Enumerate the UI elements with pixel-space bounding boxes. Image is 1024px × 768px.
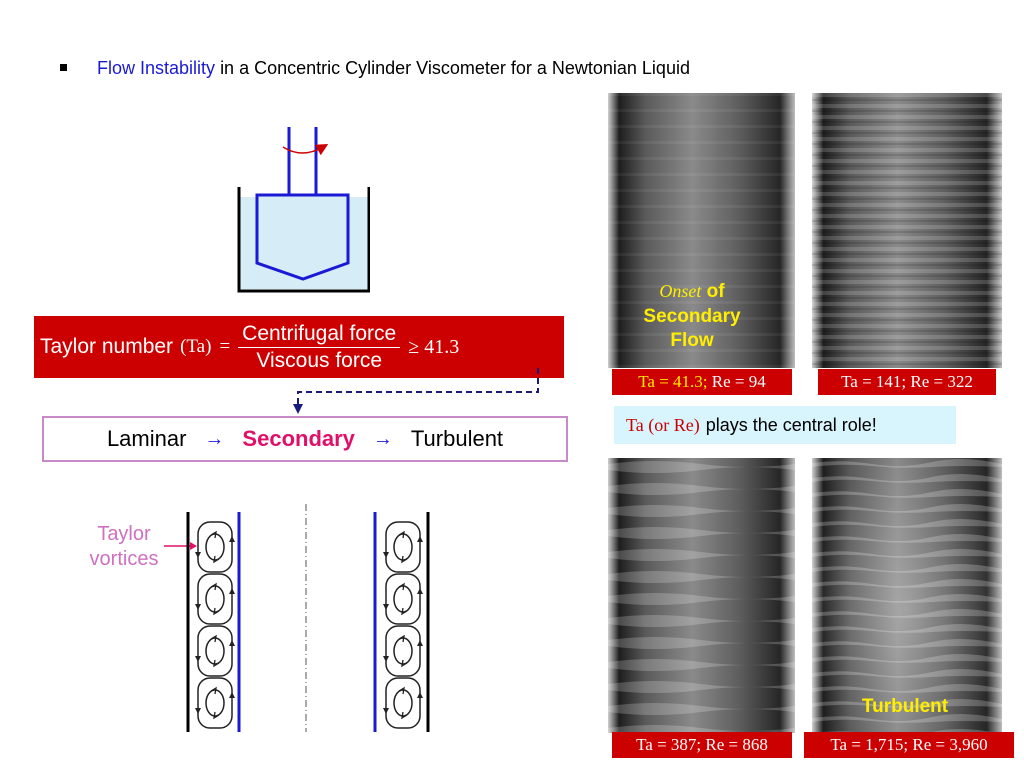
taylor-number-box: Taylor number (Ta) = Centrifugal force V… bbox=[34, 316, 564, 378]
rotation-arrow-icon bbox=[282, 144, 329, 156]
onset-of: of bbox=[706, 281, 725, 302]
caption-re: Re = 3,960 bbox=[912, 735, 988, 754]
fraction-denominator: Viscous force bbox=[256, 348, 383, 372]
regime-turbulent: Turbulent bbox=[410, 426, 504, 451]
caption-ta: Ta = 1,715; bbox=[830, 735, 909, 754]
taylor-equals: = bbox=[219, 336, 231, 357]
photo-secondary-flow bbox=[812, 93, 1002, 368]
photo-wavy-vortex bbox=[608, 458, 795, 733]
taylor-threshold: ≥ 41.3 bbox=[408, 335, 460, 358]
caption-re: Re = 94 bbox=[711, 372, 766, 391]
flow-regime-box: Laminar → Secondary → Turbulent bbox=[42, 416, 568, 462]
photo-caption-2: Ta = 141; Re = 322 bbox=[818, 369, 996, 395]
turbulent-photo-label: Turbulent bbox=[861, 696, 949, 717]
arrow-right-icon: → bbox=[204, 427, 225, 450]
photo-caption-3: Ta = 387; Re = 868 bbox=[612, 732, 792, 758]
fraction-numerator: Centrifugal force bbox=[238, 322, 401, 348]
photo-caption-1: Ta = 41.3; Re = 94 bbox=[612, 369, 792, 395]
central-role-note: Ta (or Re) plays the central role! bbox=[614, 406, 956, 444]
onset-line3: Flow bbox=[670, 330, 714, 352]
title-highlight: Flow Instability bbox=[97, 58, 216, 78]
taylor-label: Taylor number bbox=[40, 335, 174, 358]
taylor-fraction: Centrifugal force Viscous force bbox=[238, 322, 401, 373]
photo-laminar-onset bbox=[608, 93, 795, 368]
caption-ta: Ta = 387; bbox=[636, 735, 702, 754]
caption-re: Re = 322 bbox=[910, 372, 973, 391]
inner-bob bbox=[255, 193, 350, 281]
slide-title: Flow Instability in a Concentric Cylinde… bbox=[60, 58, 690, 79]
photo-turbulent bbox=[812, 458, 1002, 733]
regime-laminar: Laminar bbox=[106, 426, 187, 451]
onset-line2: Secondary bbox=[643, 305, 741, 327]
photo-caption-4: Ta = 1,715; Re = 3,960 bbox=[804, 732, 1014, 758]
taylor-symbol: (Ta) bbox=[180, 336, 212, 357]
dashed-connector-arrow bbox=[293, 368, 539, 414]
taylor-vortices-label: Taylor vortices bbox=[89, 523, 159, 570]
central-role-rest: plays the central role! bbox=[705, 414, 877, 435]
onset-italic: Onset bbox=[659, 281, 702, 301]
arrow-right-icon: → bbox=[372, 427, 393, 450]
outer-cup bbox=[237, 187, 370, 293]
central-role-red: Ta (or Re) bbox=[626, 414, 700, 435]
viscometer-diagram bbox=[237, 127, 370, 293]
taylor-vortices-diagram bbox=[164, 504, 430, 732]
caption-ta: Ta = 41.3; bbox=[638, 372, 708, 391]
regime-secondary: Secondary bbox=[242, 426, 355, 451]
bullet-icon bbox=[60, 63, 67, 71]
caption-re: Re = 868 bbox=[705, 735, 768, 754]
title-rest: in a Concentric Cylinder Viscometer for … bbox=[220, 58, 690, 78]
onset-secondary-flow-label: Onset of Secondary Flow bbox=[612, 280, 772, 354]
caption-ta: Ta = 141; bbox=[841, 372, 907, 391]
